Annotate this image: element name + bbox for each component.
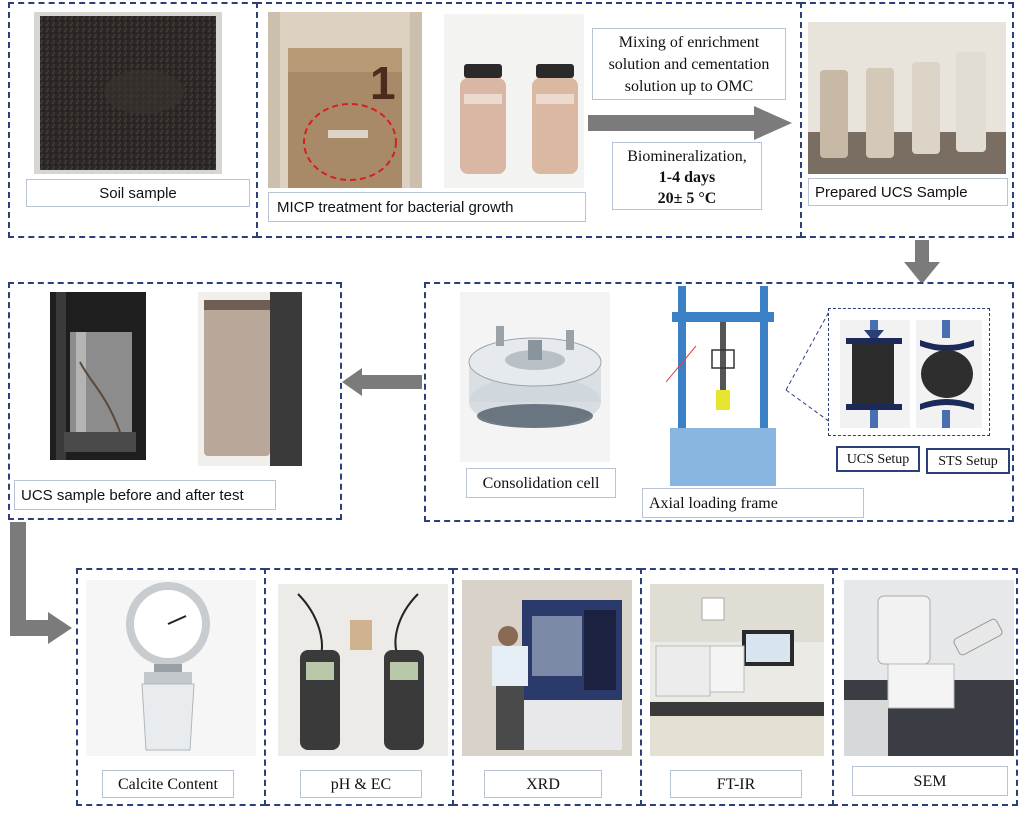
consolidation-cell-photo	[460, 292, 610, 462]
down-arrow-icon	[904, 240, 940, 284]
mixing-description: Mixing of enrichment solution and cement…	[592, 28, 786, 100]
consolidation-cell-label: Consolidation cell	[466, 468, 616, 498]
sem-label: SEM	[852, 766, 1008, 796]
calcite-content-label: Calcite Content	[102, 770, 234, 798]
sts-setup-drawing	[916, 320, 982, 428]
ph-ec-label: pH & EC	[300, 770, 422, 798]
left-arrow-icon	[342, 368, 422, 396]
micp-jar-photo: 1	[268, 12, 422, 188]
ucs-test-label: UCS sample before and after test	[14, 480, 276, 510]
ucs-before-photo	[50, 292, 146, 460]
right-arrow-icon	[588, 106, 792, 140]
setups-zoom-box	[828, 308, 990, 436]
ph-ec-meters-photo	[278, 584, 448, 756]
culture-bottles-photo	[444, 14, 584, 188]
bend-arrow-icon	[10, 522, 72, 644]
mixing-line-1: Mixing of enrichment	[618, 34, 760, 51]
bio-temp: 20± 5 °C	[657, 190, 717, 207]
ucs-after-photo	[198, 292, 302, 466]
ftir-label: FT-IR	[670, 770, 802, 798]
micp-treatment-label: MICP treatment for bacterial growth	[268, 192, 586, 222]
ucs-setup-label: UCS Setup	[836, 446, 920, 472]
sts-setup-label: STS Setup	[926, 448, 1010, 474]
ucs-setup-drawing	[840, 320, 910, 428]
soil-sample-photo	[34, 12, 222, 174]
ucs-test-panel	[8, 282, 342, 520]
mixing-line-3: solution up to OMC	[624, 78, 754, 95]
mixing-line-2: solution and cementation	[608, 56, 770, 73]
prepared-panel	[800, 2, 1014, 238]
prepared-ucs-photo	[808, 22, 1006, 174]
xrd-instrument-photo	[462, 580, 632, 756]
sem-instrument-photo	[844, 580, 1014, 756]
axial-loading-frame-label: Axial loading frame	[642, 488, 864, 518]
axial-loading-frame-drawing	[666, 286, 780, 486]
equipment-panel	[424, 282, 1014, 522]
calcite-apparatus-photo	[86, 580, 256, 756]
bio-title: Biomineralization,	[627, 148, 747, 165]
biomineralization-box: Biomineralization, 1-4 days 20± 5 °C	[612, 142, 762, 210]
sem-panel	[832, 568, 1018, 806]
soil-sample-label: Soil sample	[26, 179, 250, 207]
zoom-lines	[785, 309, 831, 423]
xrd-label: XRD	[484, 770, 602, 798]
ftir-instrument-photo	[650, 584, 824, 756]
jar-number: 1	[370, 57, 396, 109]
bio-days: 1-4 days	[658, 169, 716, 186]
prepared-ucs-label: Prepared UCS Sample	[808, 178, 1008, 206]
